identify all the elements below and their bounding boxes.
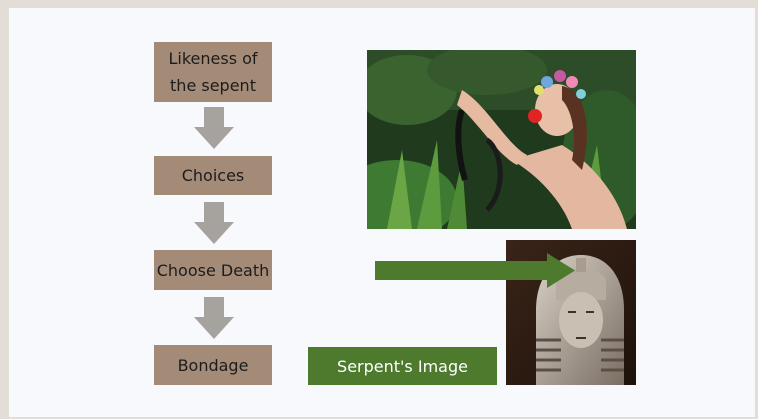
step-label: Choose Death <box>156 260 270 280</box>
down-arrow-icon <box>194 107 234 149</box>
pointer-arrow-icon <box>375 253 575 288</box>
step-box-choose-death: Choose Death <box>154 250 272 290</box>
step-box-likeness-of-serpent: Likeness of the sepent <box>154 42 272 102</box>
step-label: Bondage <box>177 355 249 375</box>
woman-serpent-photo <box>367 50 636 229</box>
step-box-choices: Choices <box>154 156 272 195</box>
pharaoh-statue-photo <box>506 240 636 385</box>
serpents-image-callout: Serpent's Image <box>308 347 497 385</box>
step-label: Choices <box>181 166 245 185</box>
slide: Likeness of the sepent Choices Choose De… <box>9 8 755 417</box>
step-label: Likeness of the sepent <box>168 49 258 95</box>
step-box-bondage: Bondage <box>154 345 272 385</box>
down-arrow-icon <box>194 202 234 244</box>
callout-label: Serpent's Image <box>337 356 468 376</box>
down-arrow-icon <box>194 297 234 339</box>
